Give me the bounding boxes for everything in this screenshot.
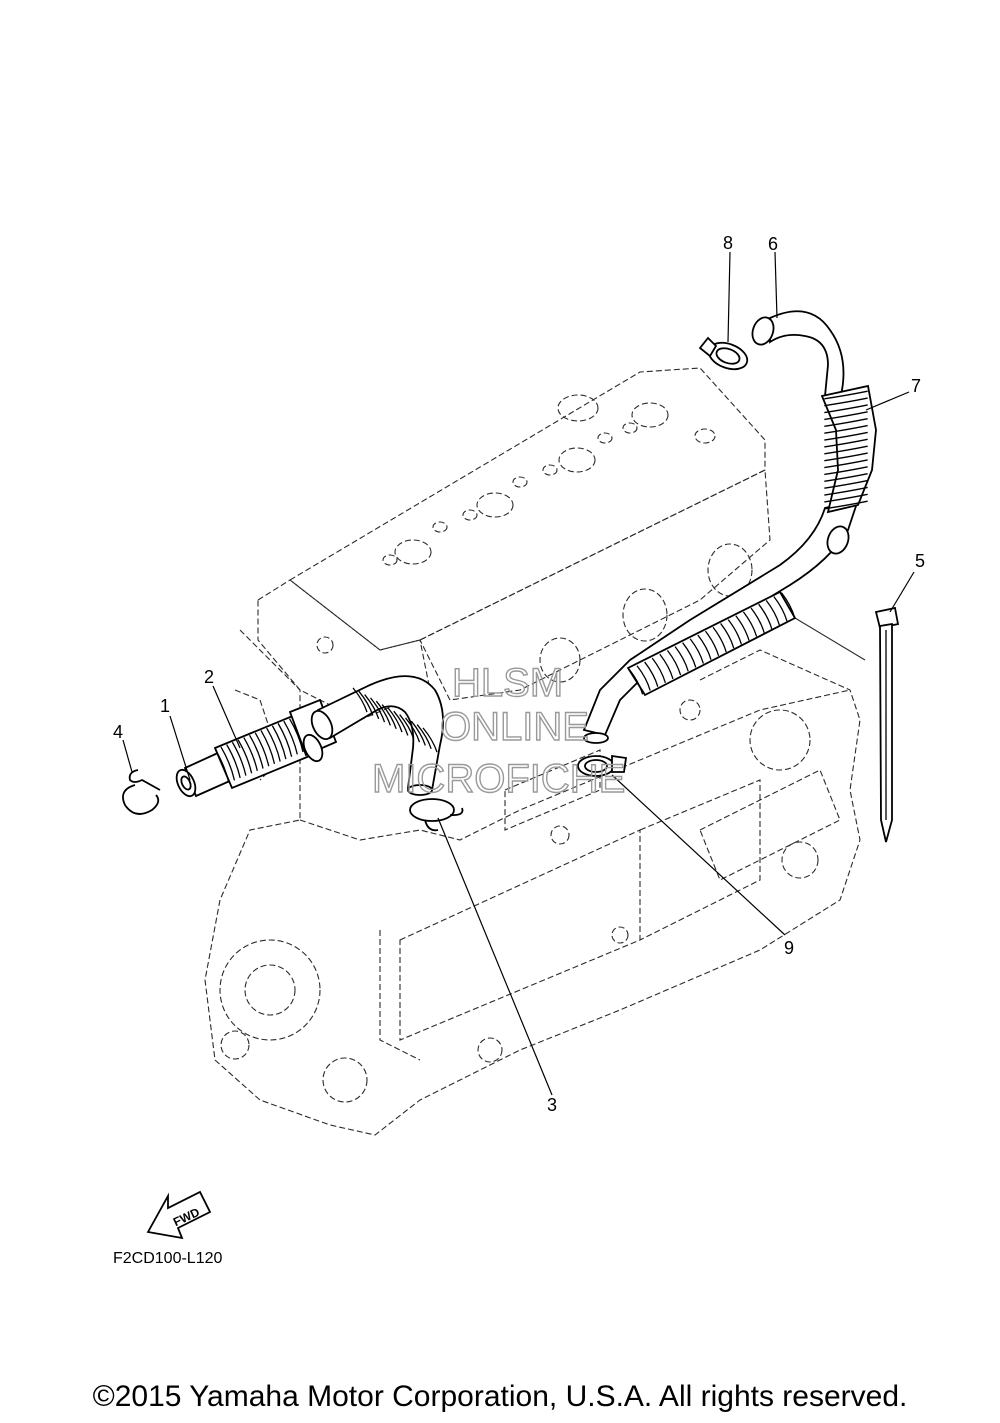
corrugation-rib — [704, 630, 720, 657]
corrugation-rib — [404, 717, 421, 743]
corrugation-rib — [824, 459, 868, 469]
corrugation-rib — [358, 690, 374, 716]
watermark-line-3: MICROFICHE — [372, 757, 625, 801]
corrugation-rib — [214, 748, 230, 783]
corrugation-rib — [727, 619, 742, 645]
corrugation-rib — [697, 634, 712, 660]
corrugation-rib — [271, 725, 287, 760]
corrugation-rib — [765, 599, 780, 626]
corrugation-rib — [243, 737, 258, 772]
corrugation-rib — [742, 611, 758, 637]
corrugation-rib — [260, 730, 276, 764]
part-5-cable-tie — [874, 606, 900, 843]
corrugation-rib — [824, 473, 868, 482]
callout-9: 9 — [784, 938, 794, 958]
corrugation-rib — [824, 418, 868, 427]
part-1-hose — [175, 750, 234, 798]
watermark: HLSM ONLINE MICROFICHE — [371, 660, 626, 801]
corrugation-rib — [824, 486, 868, 496]
leader-lines — [122, 251, 915, 1096]
corrugation-rib — [824, 445, 868, 455]
corrugation-rib — [674, 646, 689, 672]
corrugation-rib — [393, 710, 409, 736]
corrugation-rib — [780, 592, 796, 618]
corrugation-rib — [824, 390, 868, 400]
corrugation-rib — [416, 724, 432, 749]
corrugation-rib — [628, 669, 644, 695]
corrugation-rib — [636, 665, 651, 691]
fwd-arrow-icon: FWD — [146, 1190, 212, 1240]
corrugation-rib — [410, 720, 426, 746]
corrugation-rib — [231, 741, 247, 776]
callout-7: 7 — [911, 376, 921, 396]
corrugation-rib — [824, 404, 868, 414]
corrugation-rib — [659, 653, 674, 680]
corrugation-rib — [720, 623, 735, 649]
corrugation-rib — [387, 707, 403, 733]
part-4-clip — [122, 769, 161, 815]
corrugation-rib — [712, 626, 727, 653]
copyright-notice: ©2015 Yamaha Motor Corporation, U.S.A. A… — [92, 1380, 908, 1413]
callout-labels: 1 2 3 4 5 6 7 8 9 — [113, 233, 925, 1115]
corrugation-rib — [689, 638, 704, 664]
corrugation-rib — [226, 744, 241, 779]
part-7-protector — [820, 384, 877, 514]
corrugation-rib — [237, 739, 253, 774]
corrugation-rib — [248, 734, 264, 769]
callout-1: 1 — [160, 696, 170, 716]
corrugation-rib — [220, 746, 236, 781]
lower-corrugated-section — [626, 590, 797, 697]
callout-2: 2 — [204, 667, 214, 687]
callout-5: 5 — [915, 551, 925, 571]
part-6-hose — [582, 310, 860, 744]
callout-8: 8 — [723, 233, 733, 253]
corrugation-rib — [283, 720, 298, 755]
corrugation-rib — [369, 697, 386, 723]
diagram-code: F2CD100-L120 — [113, 1250, 223, 1267]
corrugation-rib — [824, 479, 868, 489]
corrugation-rib — [666, 649, 682, 676]
part-9-clamp — [577, 754, 628, 777]
corrugation-rib — [824, 493, 868, 503]
corrugation-rib — [750, 607, 765, 633]
corrugation-rib — [364, 694, 380, 719]
callout-3: 3 — [547, 1095, 557, 1115]
corrugation-rib — [758, 603, 773, 630]
corrugation-rib — [824, 438, 868, 448]
part-8-clamp — [698, 336, 749, 371]
corrugation-rib — [824, 452, 868, 462]
corrugation-rib — [824, 424, 868, 434]
corrugation-rib — [682, 642, 697, 668]
corrugation-rib — [773, 596, 788, 622]
callout-4: 4 — [113, 722, 123, 742]
elbow-hose — [310, 675, 444, 796]
corrugation-rib — [824, 466, 868, 476]
corrugation-rib — [824, 500, 868, 510]
corrugation-rib — [422, 727, 438, 753]
corrugation-rib — [352, 687, 368, 713]
watermark-line-1: HLSM — [452, 661, 563, 705]
corrugation-rib — [381, 704, 397, 729]
corrugation-rib — [399, 714, 415, 739]
corrugation-rib — [266, 727, 281, 762]
corrugation-rib — [651, 657, 666, 683]
corrugation-rib — [277, 723, 293, 757]
corrugation-rib — [375, 700, 391, 726]
watermark-line-2: ONLINE — [440, 705, 589, 749]
corrugation-rib — [254, 732, 270, 767]
corrugation-rib — [644, 661, 659, 687]
corrugation-rib — [824, 397, 868, 407]
corrugation-rib — [735, 615, 750, 641]
callout-6: 6 — [768, 234, 778, 254]
part-3-clip — [409, 798, 464, 832]
corrugation-rib — [824, 431, 868, 441]
corrugation-rib — [824, 411, 868, 421]
